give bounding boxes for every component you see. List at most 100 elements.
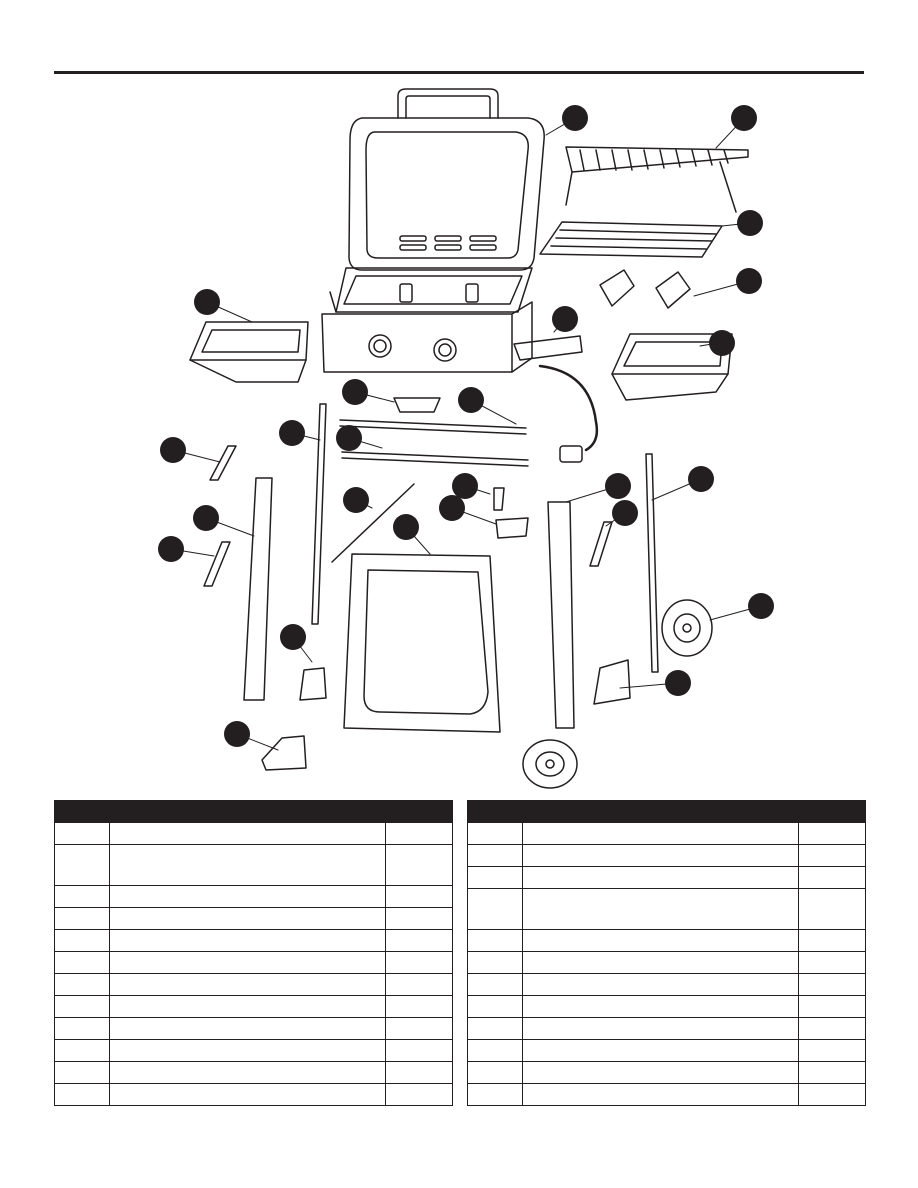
part-quantity-cell <box>798 1017 866 1040</box>
part-quantity-cell <box>798 929 866 952</box>
part-quantity-cell <box>798 951 866 974</box>
part-number-cell <box>467 1083 523 1106</box>
part-quantity-cell <box>385 951 453 974</box>
table-row <box>54 1083 453 1106</box>
part-description-cell <box>521 888 800 930</box>
part-description-cell <box>108 1083 387 1106</box>
part-number-cell <box>467 995 523 1018</box>
part-quantity-cell <box>798 1083 866 1106</box>
part-description-cell <box>521 866 800 889</box>
table-row <box>54 907 453 930</box>
part-description-cell <box>521 1017 800 1040</box>
grease-cup-part <box>393 397 441 413</box>
part-number-cell <box>467 1039 523 1062</box>
part-description-cell <box>521 929 800 952</box>
table-row <box>467 973 866 996</box>
cross-bar-part <box>339 419 529 467</box>
part-description-cell <box>108 822 387 845</box>
table-header <box>467 800 866 823</box>
part-description-cell <box>108 844 387 886</box>
part-quantity-cell <box>798 866 866 889</box>
part-description-cell <box>108 995 387 1018</box>
title-rule <box>54 71 864 74</box>
table-header <box>54 800 453 823</box>
part-description-cell <box>521 1061 800 1084</box>
part-quantity-cell <box>385 822 453 845</box>
part-number-cell <box>54 1017 110 1040</box>
rod-part <box>331 483 415 563</box>
part-description-cell <box>521 822 800 845</box>
parts-list-table-right <box>467 800 866 1106</box>
part-quantity-cell <box>385 995 453 1018</box>
gas-hose-part <box>538 364 599 463</box>
part-quantity-cell <box>385 1083 453 1106</box>
warming-rack-part <box>565 146 749 213</box>
part-quantity-cell <box>385 844 453 886</box>
part-number-cell <box>54 929 110 952</box>
cooking-grate-part <box>539 221 723 258</box>
firebox-part <box>329 267 533 313</box>
part-quantity-cell <box>385 885 453 908</box>
wheel-part <box>522 599 713 789</box>
leader-lines <box>170 117 762 751</box>
lid-part <box>348 88 545 271</box>
table-row <box>54 1017 453 1040</box>
part-number-cell <box>467 929 523 952</box>
part-number-cell <box>54 951 110 974</box>
part-number-cell <box>54 973 110 996</box>
part-description-cell <box>521 844 800 867</box>
part-quantity-cell <box>798 973 866 996</box>
part-number-cell <box>54 1083 110 1106</box>
part-description-cell <box>521 973 800 996</box>
part-description-cell <box>108 885 387 908</box>
table-row <box>467 822 866 845</box>
bottom-shelf-part <box>343 553 501 733</box>
part-quantity-cell <box>385 1039 453 1062</box>
table-row <box>467 1017 866 1040</box>
part-number-cell <box>54 1039 110 1062</box>
part-number-cell <box>467 1017 523 1040</box>
leg-foot-part <box>261 659 631 771</box>
table-row <box>54 951 453 974</box>
part-quantity-cell <box>798 1061 866 1084</box>
part-description-cell <box>108 907 387 930</box>
right-side-shelf-part <box>611 333 733 401</box>
part-number-cell <box>54 844 110 886</box>
part-quantity-cell <box>798 1039 866 1062</box>
table-row <box>467 1083 866 1106</box>
table-row <box>54 1061 453 1084</box>
exploded-parts-diagram <box>158 88 774 789</box>
part-number-cell <box>54 885 110 908</box>
part-number-cell <box>467 1061 523 1084</box>
callout-bubbles <box>158 105 774 747</box>
table-row <box>54 822 453 845</box>
part-description-cell <box>108 1061 387 1084</box>
part-quantity-cell <box>798 888 866 930</box>
table-row <box>54 844 453 886</box>
part-description-cell <box>108 951 387 974</box>
bracket-part <box>203 445 613 587</box>
part-quantity-cell <box>798 822 866 845</box>
table-header-row <box>467 800 866 823</box>
part-description-cell <box>521 951 800 974</box>
table-row <box>54 973 453 996</box>
control-panel-part <box>321 301 533 373</box>
part-number-cell <box>467 822 523 845</box>
table-row <box>467 866 866 889</box>
part-number-cell <box>467 844 523 867</box>
heat-tent-part <box>599 269 691 309</box>
cart-leg-part <box>243 403 659 729</box>
table-row <box>467 929 866 952</box>
part-quantity-cell <box>385 929 453 952</box>
table-row <box>467 888 866 930</box>
part-quantity-cell <box>798 844 866 867</box>
part-description-cell <box>108 929 387 952</box>
part-description-cell <box>108 1039 387 1062</box>
table-row <box>54 929 453 952</box>
part-number-cell <box>54 995 110 1018</box>
part-number-cell <box>467 888 523 930</box>
part-description-cell <box>108 973 387 996</box>
part-quantity-cell <box>798 995 866 1018</box>
table-row <box>467 1039 866 1062</box>
part-number-cell <box>54 907 110 930</box>
